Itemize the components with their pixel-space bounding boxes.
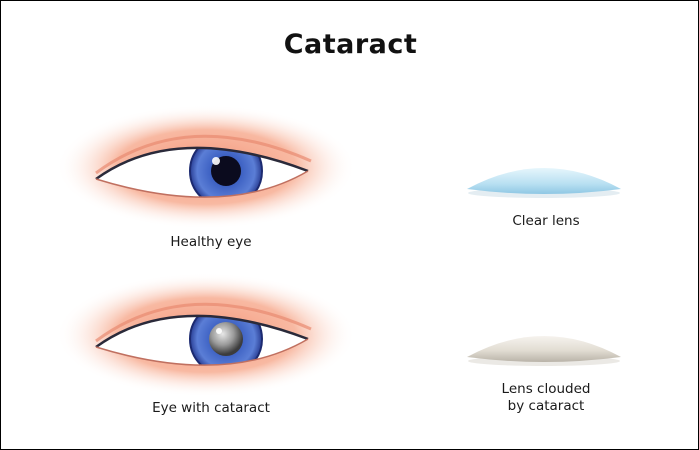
highlight — [216, 328, 222, 334]
highlight — [212, 157, 220, 165]
diagram-title: Cataract — [1, 29, 699, 60]
healthy-eye-illustration — [56, 101, 366, 231]
clouded-lens — [467, 336, 621, 362]
clear-lens-illustration — [459, 151, 629, 201]
clouded-lens-label: Lens clouded by cataract — [471, 381, 621, 415]
healthy-eye-label: Healthy eye — [141, 234, 281, 251]
clouded-lens-label-line1: Lens clouded — [471, 381, 621, 398]
clouded-lens-label-line2: by cataract — [471, 398, 621, 415]
cataract-eye-label: Eye with cataract — [121, 400, 301, 417]
clear-lens — [467, 168, 621, 194]
clouded-lens-illustration — [459, 319, 629, 369]
clear-lens-label: Clear lens — [471, 213, 621, 230]
clouded-pupil — [209, 322, 243, 356]
cataract-eye-illustration — [56, 269, 366, 399]
